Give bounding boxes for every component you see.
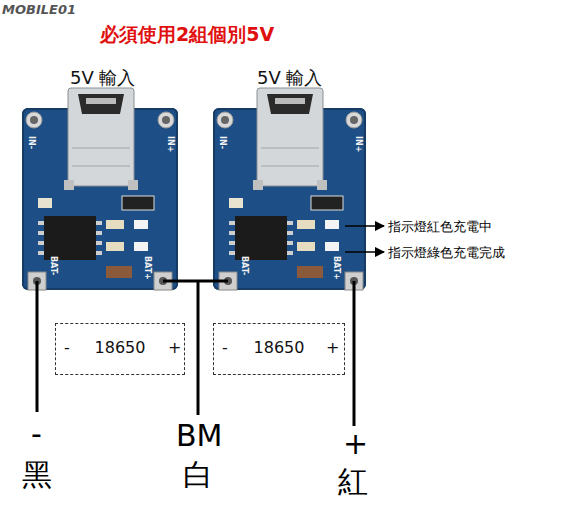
battery-terminal: - — [222, 338, 228, 357]
wire — [353, 281, 356, 426]
battery-box: -18650+ — [213, 323, 345, 375]
wire-color: 白 — [183, 455, 213, 496]
indicator-note: 指示燈紅色充電中 — [388, 218, 492, 236]
watermark: MOBILE01 — [2, 2, 76, 17]
wire — [36, 281, 39, 412]
pin-label: BAT- — [49, 256, 58, 275]
terminal-name: BM — [176, 418, 222, 453]
battery-box: -18650+ — [55, 323, 185, 375]
charger-board: 5V 輸入IN-IN+BAT-BAT+ — [22, 108, 178, 290]
wire-color: 紅 — [338, 462, 368, 503]
pin-label: IN+ — [354, 136, 363, 152]
wire — [178, 280, 213, 283]
wire — [37, 281, 354, 426]
battery-type: 18650 — [214, 338, 344, 357]
terminal-sign: + — [343, 426, 368, 461]
board-heading: 5V 輸入 — [70, 66, 136, 90]
pin-label: BAT+ — [143, 256, 152, 280]
diagram-title: 必須使用2組個別5V — [100, 22, 274, 48]
battery-terminal: + — [326, 338, 339, 357]
terminal-sign: - — [31, 416, 42, 451]
pin-label: IN- — [27, 136, 36, 149]
board-heading: 5V 輸入 — [257, 66, 323, 90]
battery-terminal: - — [64, 338, 70, 357]
charger-board: 5V 輸入IN-IN+BAT-BAT+ — [213, 108, 366, 290]
pin-label: BAT- — [240, 256, 249, 275]
pin-label: IN+ — [166, 136, 175, 152]
battery-type: 18650 — [56, 338, 184, 357]
wire — [197, 281, 200, 415]
battery-terminal: + — [168, 338, 181, 357]
wire-color: 黑 — [22, 455, 52, 496]
pin-label: BAT+ — [332, 256, 341, 280]
pin-label: IN- — [218, 136, 227, 149]
indicator-note: 指示燈綠色充電完成 — [388, 244, 505, 262]
